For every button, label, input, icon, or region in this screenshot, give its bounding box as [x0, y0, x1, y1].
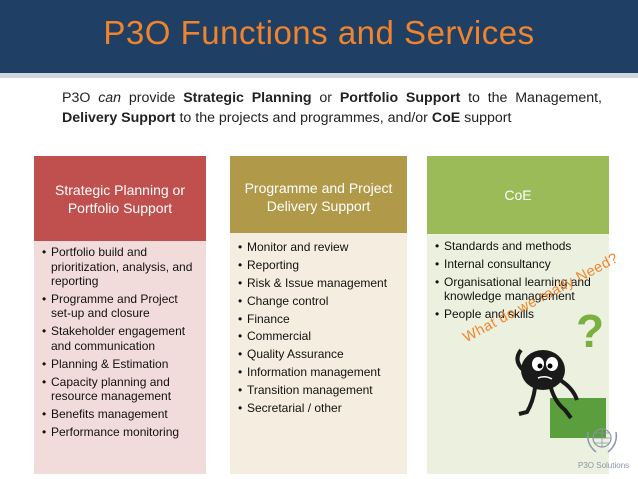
list-item: Standards and methods — [435, 239, 603, 254]
list-item: Programme and Project set-up and closure — [42, 292, 200, 321]
list-item: Secretarial / other — [238, 401, 401, 416]
list-item: Information management — [238, 365, 401, 380]
page-title: P3O Functions and Services — [103, 14, 535, 51]
list-item: Performance monitoring — [42, 425, 200, 440]
column-list: Standards and methods Internal consultan… — [427, 234, 609, 474]
list-item: Benefits management — [42, 407, 200, 422]
column-strategic-planning: Strategic Planning or Portfolio Support … — [34, 156, 206, 474]
list-item: Quality Assurance — [238, 347, 401, 362]
list-item: Organisational learning and knowledge ma… — [435, 275, 603, 304]
list-item: Monitor and review — [238, 240, 401, 255]
list-item: Portfolio build and prioritization, anal… — [42, 245, 200, 289]
question-mark-icon: ? — [576, 305, 605, 357]
thinking-figure-icon — [515, 348, 579, 420]
column-heading: Strategic Planning or Portfolio Support — [34, 156, 206, 241]
column-list: Portfolio build and prioritization, anal… — [34, 241, 206, 474]
header-bar — [0, 0, 638, 78]
list-item: Risk & Issue management — [238, 276, 401, 291]
laurel-globe-icon — [586, 428, 618, 453]
list-item: Internal consultancy — [435, 257, 603, 272]
intro-paragraph: P3O can provide Strategic Planning or Po… — [62, 90, 602, 126]
column-heading-background — [427, 156, 609, 234]
column-delivery-support: Programme and Project Delivery Support M… — [230, 156, 407, 474]
list-item: Transition management — [238, 383, 401, 398]
column-heading: CoE — [504, 187, 532, 203]
column-list: Monitor and review Reporting Risk & Issu… — [230, 233, 407, 474]
list-item: Change control — [238, 294, 401, 309]
list-item: Stakeholder engagement and communication — [42, 324, 200, 353]
column-heading: Programme and Project Delivery Support — [230, 156, 407, 233]
list-item: People and skills — [435, 307, 603, 322]
list-item: Planning & Estimation — [42, 357, 200, 372]
list-item: Reporting — [238, 258, 401, 273]
list-item: Finance — [238, 312, 401, 327]
logo-label: P3O Solutions — [578, 461, 630, 470]
list-item: Capacity planning and resource managemen… — [42, 375, 200, 404]
column-coe: CoE Standards and methods Internal consu… — [427, 156, 609, 474]
header-divider — [0, 73, 638, 78]
list-item: Commercial — [238, 329, 401, 344]
